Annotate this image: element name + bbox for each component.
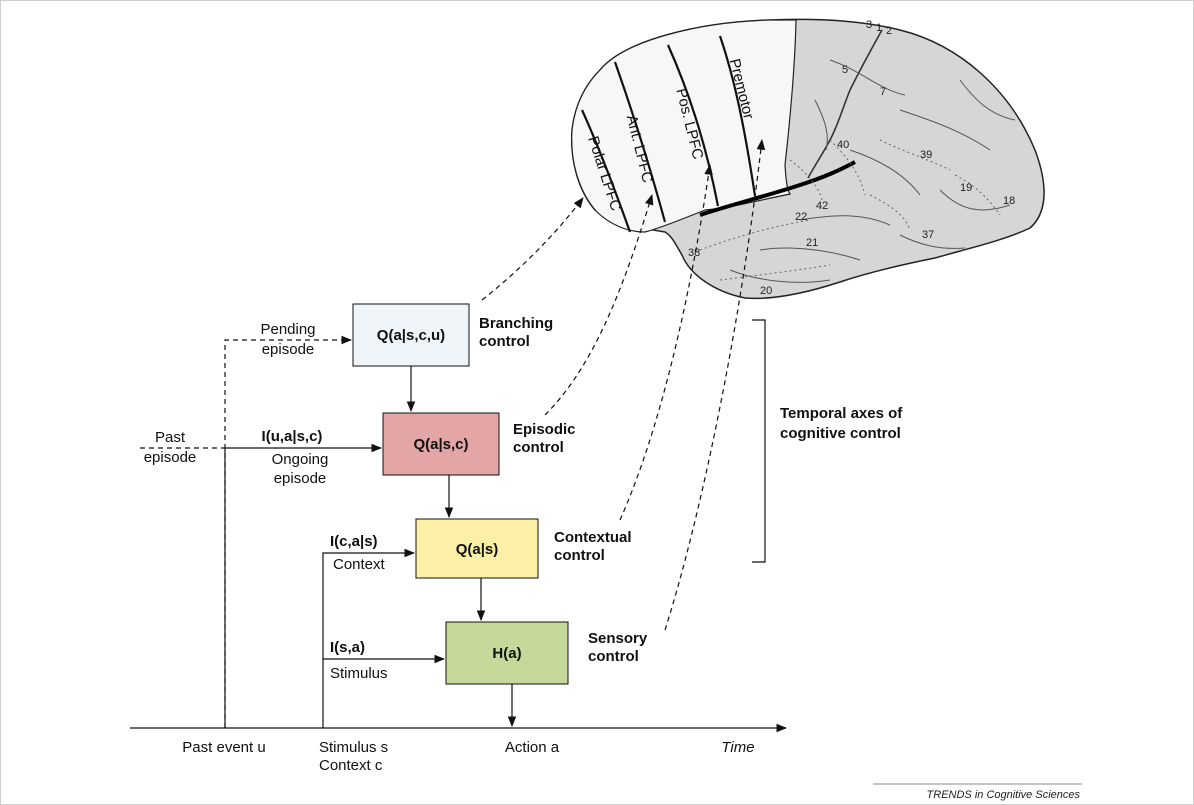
episodic-control-label: control — [513, 439, 564, 456]
sylvian-fissure — [699, 160, 856, 217]
gyri-lines — [729, 59, 1016, 283]
branching-control-label: control — [479, 333, 530, 350]
temporal-axes-label: Temporal axes of — [780, 405, 903, 422]
info-term-contextual: I(c,a|s) — [330, 533, 378, 550]
context-label: Context — [333, 556, 386, 573]
branching-control-box — [352, 303, 470, 367]
area-borders-dotted — [699, 139, 1001, 281]
pending-episode-label: episode — [262, 341, 315, 358]
brain-area-number: 19 — [960, 182, 972, 194]
brain-area-number: 7 — [880, 86, 886, 98]
sensory-control-label: control — [588, 648, 639, 665]
contextual-formula: Q(a|s) — [456, 541, 499, 558]
region-divider-premotor — [718, 35, 757, 197]
central-sulcus — [807, 29, 883, 179]
brain-area-number: 38 — [688, 247, 700, 259]
brain-area-number: 2 — [886, 25, 892, 37]
sensory-control-box — [445, 621, 569, 685]
time-event-stimulus: Stimulus s — [319, 739, 388, 756]
episodic-formula: Q(a|s,c) — [413, 436, 468, 453]
region-divider-pos — [666, 44, 720, 207]
brain-area-number: 22 — [795, 211, 807, 223]
pending-episode-label: Pending — [260, 321, 315, 338]
time-event-past: Past event u — [182, 739, 265, 756]
episodic-control-label: Episodic — [513, 421, 576, 438]
time-axis-label: Time — [721, 739, 754, 756]
context-line — [322, 548, 416, 728]
branching-control-label: Branching — [479, 315, 553, 332]
journal-credit: TRENDS in Cognitive Sciences — [927, 789, 1081, 801]
mapping-arrow-branching — [481, 197, 584, 301]
mapping-arrow-episodic — [544, 193, 654, 416]
temporal-axes-label: cognitive control — [780, 425, 901, 442]
past-episode-label: Past — [155, 429, 186, 446]
contextual-control-box — [415, 518, 539, 579]
brain-area-number: 20 — [760, 285, 772, 297]
brain-area-number: 21 — [806, 237, 818, 249]
sensory-control-label: Sensory — [588, 630, 648, 647]
brain-area-number: 39 — [920, 149, 932, 161]
info-term-sensory: I(s,a) — [330, 639, 365, 656]
time-event-context: Context c — [319, 757, 383, 774]
brain-area-number: 5 — [842, 64, 848, 76]
contextual-control-label: control — [554, 547, 605, 564]
sensory-formula: H(a) — [492, 645, 521, 662]
brain-area-number: 40 — [837, 139, 849, 151]
region-divider-polar — [580, 109, 632, 233]
episodic-control-box — [382, 412, 500, 476]
temporal-axes-bracket — [752, 319, 766, 563]
info-term-episodic: I(u,a|s,c) — [262, 428, 323, 445]
past-episode-label: episode — [144, 449, 197, 466]
brain-area-number: 1 — [876, 22, 882, 34]
ongoing-episode-label: Ongoing — [272, 451, 329, 468]
brain-illustration — [570, 18, 1045, 300]
time-event-action: Action a — [505, 739, 560, 756]
brain-area-number: 18 — [1003, 195, 1015, 207]
brain-area-number: 3 — [866, 19, 872, 31]
branching-formula: Q(a|s,c,u) — [377, 327, 445, 344]
ongoing-episode-label: episode — [274, 470, 327, 487]
brain-area-number: 42 — [816, 200, 828, 212]
region-divider-ant — [613, 61, 667, 223]
stimulus-label: Stimulus — [330, 665, 388, 682]
contextual-control-label: Contextual — [554, 529, 632, 546]
brain-area-number: 37 — [922, 229, 934, 241]
